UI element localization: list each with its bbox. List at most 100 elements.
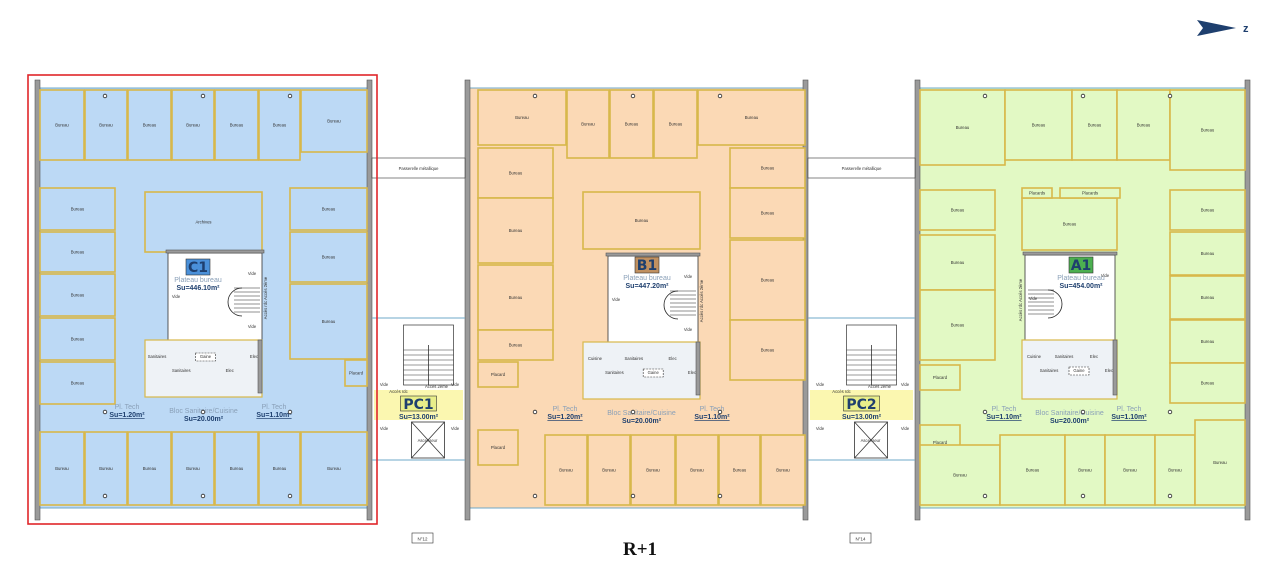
room-bureau[interactable]: Bureau <box>214 431 259 506</box>
room-bureau[interactable]: Bureau <box>39 231 116 273</box>
room-bureau[interactable]: Bureau <box>1169 89 1246 171</box>
room-bureau[interactable]: Bureau <box>1064 434 1106 506</box>
room-placard[interactable]: Placard <box>919 364 961 391</box>
room-bureau[interactable]: Bureau <box>729 239 806 321</box>
room-bureau[interactable]: Bureau <box>919 234 996 291</box>
selected-block-frame[interactable] <box>27 74 378 525</box>
room-bureau[interactable]: Bureau <box>1104 434 1156 506</box>
passerelle-1[interactable]: Passerelle métallique <box>371 157 466 179</box>
svg-text:Bureau: Bureau <box>690 468 704 473</box>
room-bureau[interactable]: Bureau <box>630 434 676 506</box>
room-bureau[interactable]: Bureau <box>477 264 554 331</box>
room-bureau[interactable]: Bureau <box>289 187 368 231</box>
room-bureau[interactable]: Bureau <box>477 147 554 199</box>
void-label: Vide <box>684 274 693 279</box>
room-bureau[interactable]: Bureau <box>127 89 172 161</box>
column-icon <box>532 493 538 499</box>
svg-text:Bureau: Bureau <box>761 166 775 171</box>
room-bureau[interactable]: Bureau <box>84 89 128 161</box>
elevator-icon: Ascenseur <box>411 421 445 459</box>
room-bureau[interactable]: Bureau <box>171 431 215 506</box>
room-bureau[interactable]: Bureau <box>171 89 215 161</box>
room-bureau[interactable]: Bureau <box>1021 197 1118 251</box>
room-bureau[interactable]: Bureau <box>127 431 172 506</box>
column-icon <box>630 493 636 499</box>
column-icon <box>630 409 636 415</box>
svg-text:Bureau: Bureau <box>951 260 965 265</box>
room-bureau[interactable]: Bureau <box>653 89 698 159</box>
room-placard[interactable]: Placard <box>477 361 519 388</box>
passerelle-2[interactable]: Passerelle métallique <box>807 157 916 179</box>
room-bureau[interactable]: Bureau <box>919 289 996 361</box>
room-bureau[interactable]: Bureau <box>919 444 1001 506</box>
room-bureau[interactable]: Bureau <box>1169 231 1246 276</box>
room-bureau[interactable]: Bureau <box>718 434 761 506</box>
room-bureau[interactable]: Bureau <box>1169 189 1246 231</box>
room-placards[interactable]: Placards <box>1059 187 1121 199</box>
svg-text:Bureau: Bureau <box>230 123 244 128</box>
room-bureau[interactable]: Bureau <box>1169 275 1246 320</box>
spiral-stair-icon <box>1028 289 1063 319</box>
sanitary-room-label: Gaine <box>648 370 660 375</box>
void-label: Vide <box>612 297 621 302</box>
room-archives[interactable]: Archives <box>144 191 263 253</box>
room-bureau[interactable]: Bureau <box>477 89 567 146</box>
room-bureau[interactable]: Bureau <box>675 434 719 506</box>
room-bureau[interactable]: Bureau <box>919 89 1006 166</box>
column-icon <box>1080 493 1086 499</box>
room-bureau[interactable]: Bureau <box>289 231 368 283</box>
room-bureau[interactable]: Bureau <box>477 329 554 361</box>
room-placard[interactable]: Placard <box>344 359 368 387</box>
room-bureau[interactable]: Bureau <box>39 361 116 405</box>
room-bureau[interactable]: Bureau <box>566 89 610 159</box>
room-bureau[interactable]: Bureau <box>729 319 806 381</box>
room-bureau[interactable]: Bureau <box>919 189 996 231</box>
sanitary-room-label: Elec <box>226 368 234 373</box>
room-bureau[interactable]: Bureau <box>39 187 116 231</box>
sanitary-room-label: Sanitaires <box>1055 354 1074 359</box>
room-bureau[interactable]: Bureau <box>477 197 554 264</box>
room-bureau[interactable]: Bureau <box>609 89 654 159</box>
room-bureau[interactable]: Bureau <box>214 89 259 161</box>
svg-text:Archives: Archives <box>195 220 211 225</box>
room-bureau[interactable]: Bureau <box>587 434 631 506</box>
room-bureau[interactable]: Bureau <box>1071 89 1118 161</box>
svg-text:Placard: Placard <box>491 372 506 377</box>
room-bureau[interactable]: Bureau <box>729 147 806 189</box>
room-bureau[interactable]: Bureau <box>1004 89 1073 161</box>
room-bureau[interactable]: Bureau <box>1154 434 1196 506</box>
room-bureau[interactable]: Bureau <box>1116 89 1171 161</box>
room-bureau[interactable]: Bureau <box>84 431 128 506</box>
room-bureau[interactable]: Bureau <box>1169 362 1246 404</box>
room-bureau[interactable]: Bureau <box>1194 419 1246 506</box>
room-bureau[interactable]: Bureau <box>258 431 301 506</box>
room-bureau[interactable]: Bureau <box>582 191 701 250</box>
room-bureau[interactable]: Bureau <box>300 89 368 153</box>
room-bureau[interactable]: Bureau <box>300 431 368 506</box>
svg-text:Bureau: Bureau <box>669 122 683 127</box>
room-bureau[interactable]: Bureau <box>544 434 588 506</box>
room-bureau[interactable]: Bureau <box>697 89 806 146</box>
room-placards[interactable]: Placards <box>1021 187 1053 199</box>
room-bureau[interactable]: Bureau <box>729 187 806 239</box>
street-number-12: N°12 <box>411 532 434 544</box>
room-bureau[interactable]: Bureau <box>39 273 116 317</box>
room-bureau[interactable]: Bureau <box>39 431 85 506</box>
room-bureau[interactable]: Bureau <box>289 283 368 360</box>
room-placard[interactable]: Placard <box>477 429 519 466</box>
room-bureau[interactable]: Bureau <box>258 89 301 161</box>
room-bureau[interactable]: Bureau <box>1169 319 1246 364</box>
room-bureau[interactable]: Bureau <box>39 89 85 161</box>
room-bureau[interactable]: Bureau <box>760 434 806 506</box>
room-bureau[interactable]: Bureau <box>39 317 116 361</box>
tech-room-label: Pl. Tech <box>700 406 725 413</box>
room-bureau[interactable]: Bureau <box>999 434 1066 506</box>
